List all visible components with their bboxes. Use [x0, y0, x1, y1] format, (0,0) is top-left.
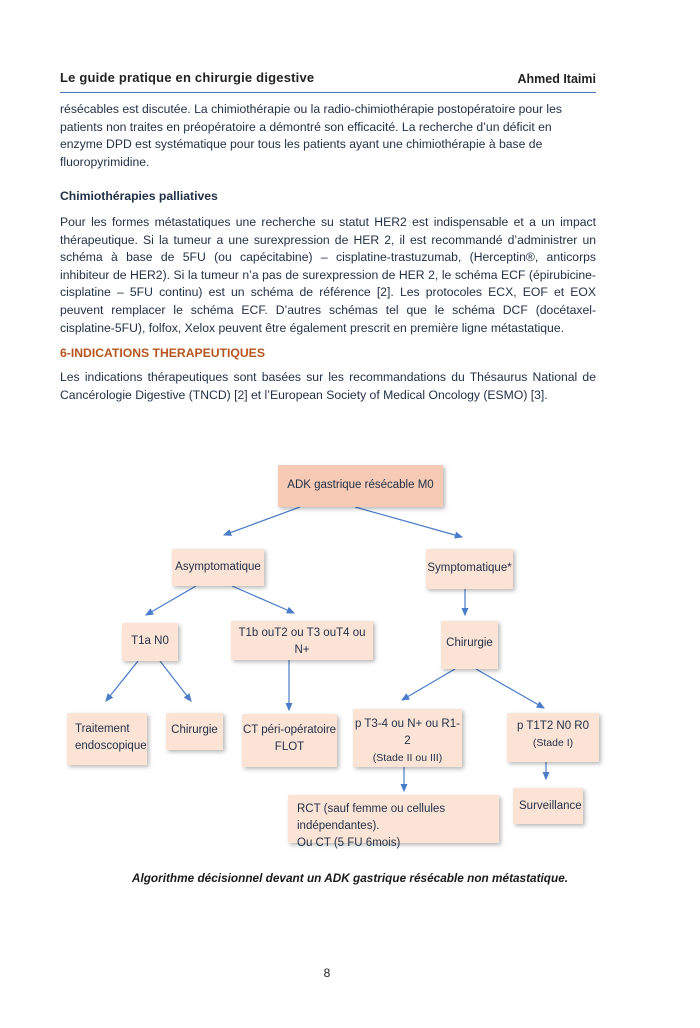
node-t1b-t4-label: T1b ouT2 ou T3 ouT4 ou N+ — [238, 627, 366, 656]
arrow-root-asymptomatique — [222, 506, 301, 536]
arrow-asym-t1b — [231, 585, 296, 614]
arrow-asym-t1a — [144, 585, 197, 616]
arrow-chirurgie-pt3 — [400, 668, 456, 701]
header-rule — [60, 92, 596, 93]
flowchart: ADK gastrique résécable M0 Asymptomatiqu… — [0, 455, 700, 855]
author-name: Ahmed Itaimi — [517, 72, 597, 86]
node-chirurgie-t1a-label: Chirurgie — [171, 724, 218, 736]
figure-caption: Algorithme décisionnel devant un ADK gas… — [131, 871, 569, 885]
node-asymptomatique: Asymptomatique — [172, 549, 264, 586]
book-title: Le guide pratique en chirurgie digestive — [60, 70, 315, 85]
node-chirurgie-symptomatique-label: Chirurgie — [446, 637, 493, 649]
node-symptomatique: Symptomatique* — [426, 549, 513, 589]
flowchart-arrows — [105, 506, 550, 793]
node-traitement-line1: Traitement — [75, 723, 130, 735]
node-surveillance: Surveillance — [513, 788, 583, 824]
node-ct-line1: CT péri-opératoire — [242, 724, 337, 736]
arrow-root-symptomatique — [354, 506, 464, 539]
node-pt1-line1: p T1T2 N0 R0 — [516, 720, 589, 732]
arrow-t1a-traitement — [105, 660, 139, 702]
paragraph-postoperative: résécables est discutée. La chimiothérap… — [60, 102, 563, 169]
node-ct-perioperatoire: CT péri-opératoire FLOT — [242, 714, 337, 767]
node-traitement-line2: endoscopique — [75, 740, 147, 752]
node-pt3-stade2-3: p T3-4 ou N+ ou R1-2 (Stade II ou III) — [353, 709, 462, 767]
node-ct-line2: FLOT — [274, 741, 305, 753]
node-symptomatique-label: Symptomatique* — [427, 562, 512, 574]
paragraph-palliative: Pour les formes métastatiques une recher… — [60, 215, 596, 335]
node-chirurgie-t1a: Chirurgie — [166, 713, 223, 750]
node-rct-line2: Ou CT (5 FU 6mois) — [297, 837, 401, 849]
arrow-t1a-chirurgie — [159, 660, 192, 702]
node-pt1-stade1: p T1T2 N0 R0 (Stade I) — [507, 713, 599, 762]
node-adk-gastrique-label: ADK gastrique résécable M0 — [287, 479, 434, 491]
heading-palliative: Chimiothérapies palliatives — [60, 189, 218, 203]
node-surveillance-label: Surveillance — [519, 800, 582, 812]
node-asymptomatique-label: Asymptomatique — [175, 561, 261, 573]
node-pt3-line1: p T3-4 ou N+ ou R1-2 — [355, 718, 460, 747]
node-pt1-line2: (Stade I) — [532, 737, 574, 749]
node-traitement-endoscopique: Traitement endoscopique — [67, 713, 147, 765]
heading-indications: 6-INDICATIONS THERAPEUTIQUES — [60, 346, 265, 360]
node-t1a-n0-label: T1a N0 — [131, 635, 169, 647]
node-rct-line1: RCT (sauf femme ou cellules indépendante… — [297, 803, 446, 832]
node-t1a-n0: T1a N0 — [122, 623, 178, 661]
page-number: 8 — [323, 966, 331, 980]
node-pt3-line2: (Stade II ou III) — [372, 752, 443, 764]
arrow-chirurgie-pt1 — [475, 668, 546, 709]
node-chirurgie-symptomatique: Chirurgie — [441, 621, 498, 669]
paragraph-indications: Les indications thérapeutiques sont basé… — [60, 370, 596, 402]
node-adk-gastrique: ADK gastrique résécable M0 — [278, 465, 443, 507]
node-t1b-t4: T1b ouT2 ou T3 ouT4 ou N+ — [231, 621, 373, 660]
node-rct: RCT (sauf femme ou cellules indépendante… — [288, 795, 499, 849]
